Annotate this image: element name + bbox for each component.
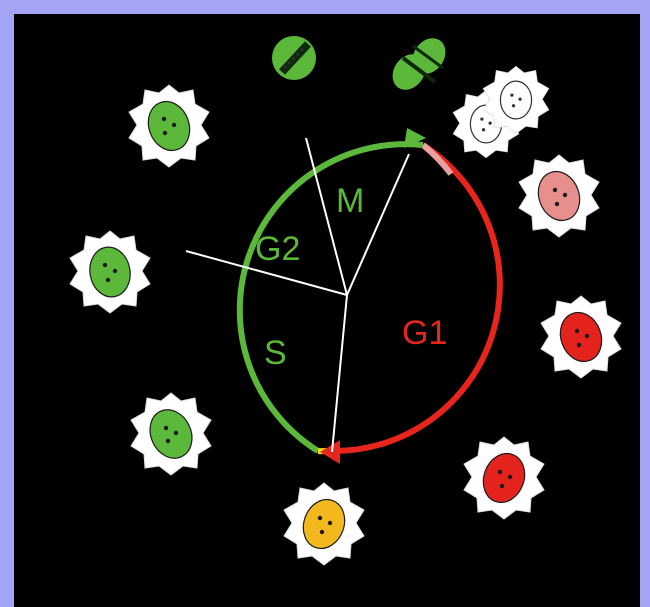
- cell-dividing-2: [386, 32, 452, 96]
- diagram-frame: M G2 S G1: [14, 14, 640, 607]
- cell-yellow: [284, 483, 364, 565]
- cell-green-3: [131, 393, 211, 475]
- cell-cycle-diagram: M G2 S G1: [14, 14, 640, 607]
- cell-green-1: [129, 85, 209, 167]
- phase-label-g2: G2: [255, 230, 300, 268]
- divider-g1-m: [347, 154, 409, 295]
- cell-pink: [519, 155, 599, 237]
- cell-daughters: [453, 66, 549, 157]
- phase-label-s: S: [264, 334, 287, 372]
- cycle-ring: [240, 144, 500, 451]
- ring-segment-s-g2-m: [240, 144, 423, 451]
- cell-red-2: [464, 437, 544, 519]
- cell-green-2: [70, 231, 150, 313]
- arrowhead-g1-exit: [320, 440, 340, 464]
- phase-label-m: M: [336, 182, 364, 220]
- divider-s-g1: [332, 295, 347, 452]
- cell-dividing-1: [272, 36, 316, 80]
- cell-red-1: [541, 296, 621, 378]
- phase-label-g1: G1: [402, 314, 447, 352]
